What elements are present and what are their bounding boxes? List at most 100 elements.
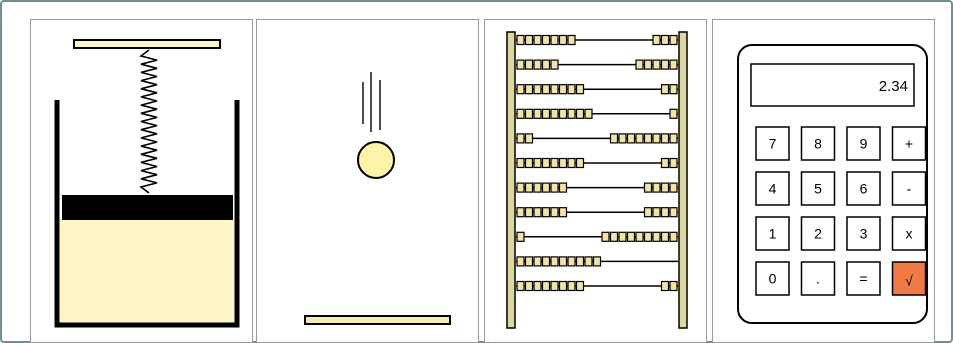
abacus-bead xyxy=(524,133,534,144)
abacus-bead xyxy=(516,59,525,70)
abacus-bead xyxy=(516,84,525,95)
abacus-bead xyxy=(635,231,644,242)
abacus-bead xyxy=(669,84,678,95)
abacus-bead xyxy=(669,207,678,218)
abacus-bead xyxy=(669,157,678,169)
abacus-bead xyxy=(643,59,653,70)
abacus-bead xyxy=(643,207,653,218)
abacus-bead xyxy=(550,34,559,46)
calculator-key xyxy=(800,216,836,251)
abacus-bead xyxy=(541,84,551,95)
abacus-bead xyxy=(558,108,568,119)
abacus-bead xyxy=(533,59,542,70)
abacus-bead xyxy=(550,280,559,292)
abacus-bead xyxy=(516,108,525,119)
abacus-bead xyxy=(558,34,568,46)
abacus-bead xyxy=(567,34,576,46)
abacus-bead xyxy=(652,133,661,144)
ground-plate xyxy=(304,315,451,325)
abacus-bead xyxy=(524,34,534,46)
calculator-display-value: 2.34 xyxy=(879,78,908,95)
abacus-bead xyxy=(516,34,525,46)
abacus-bead xyxy=(669,280,678,292)
calculator-key xyxy=(800,171,836,206)
liquid xyxy=(60,220,234,325)
abacus-bead xyxy=(567,157,576,169)
abacus-bead xyxy=(660,157,670,169)
abacus-bead xyxy=(575,280,585,292)
abacus-bead xyxy=(541,108,551,119)
abacus-bead xyxy=(660,207,670,218)
abacus-bead xyxy=(567,256,576,267)
calculator-key-label: 1 xyxy=(769,226,777,242)
abacus-bead xyxy=(550,157,559,169)
abacus-bead xyxy=(524,256,534,267)
abacus-bead xyxy=(524,207,534,218)
calculator-key-label: - xyxy=(907,181,912,197)
calculator-key xyxy=(800,126,836,161)
calculator-key xyxy=(846,261,881,296)
calculator-key xyxy=(891,126,927,161)
abacus-bead xyxy=(541,157,551,169)
calculator-key-label: 5 xyxy=(814,181,822,197)
top-plate xyxy=(73,39,221,49)
abacus-bead xyxy=(643,133,653,144)
abacus-bead xyxy=(558,207,568,218)
abacus-bead xyxy=(618,231,627,242)
calculator-key xyxy=(891,216,927,251)
calculator-key-label: = xyxy=(859,271,867,287)
calculator-key-label: + xyxy=(905,136,913,152)
abacus-bead xyxy=(524,108,534,119)
calculator-key-label: 6 xyxy=(860,181,868,197)
calculator-key xyxy=(755,126,790,161)
abacus-bead xyxy=(533,157,542,169)
panel-falling-ball xyxy=(256,19,479,343)
abacus-bead xyxy=(516,182,525,193)
abacus-bead xyxy=(618,133,627,144)
abacus-bead xyxy=(516,280,525,292)
abacus-bead xyxy=(516,133,525,144)
abacus-bead xyxy=(575,157,585,169)
calculator-key-label: 0 xyxy=(769,271,777,287)
abacus-bead xyxy=(660,34,670,46)
abacus-bead xyxy=(669,59,678,70)
abacus-bead xyxy=(669,231,678,242)
abacus-bead xyxy=(643,231,653,242)
abacus-left-bar xyxy=(506,31,516,329)
abacus-bead xyxy=(524,157,534,169)
abacus-bead xyxy=(533,84,542,95)
abacus-bead xyxy=(533,207,542,218)
abacus-drawing xyxy=(506,31,688,329)
falling-ball-drawing xyxy=(304,72,451,325)
calculator-key xyxy=(846,216,881,251)
abacus-bead xyxy=(524,182,534,193)
abacus-bead xyxy=(541,34,551,46)
abacus-bead xyxy=(550,84,559,95)
panel-abacus xyxy=(484,19,707,343)
abacus-bead xyxy=(533,256,542,267)
abacus-bead xyxy=(601,231,610,242)
calculator-key-label: x xyxy=(906,226,913,242)
ball xyxy=(357,141,395,179)
abacus-bead xyxy=(541,207,551,218)
abacus-bead xyxy=(558,182,568,193)
abacus-bead xyxy=(550,59,559,70)
calculator-key-label: 4 xyxy=(769,181,777,197)
abacus-bead xyxy=(626,133,636,144)
abacus-bead xyxy=(660,59,670,70)
abacus-bead xyxy=(660,133,670,144)
abacus-bead xyxy=(584,256,593,267)
abacus-bead xyxy=(516,207,525,218)
spring-piston-drawing xyxy=(54,39,240,328)
abacus-bead xyxy=(550,182,559,193)
abacus-bead xyxy=(635,59,644,70)
abacus-bead xyxy=(626,231,636,242)
abacus-bead xyxy=(541,182,551,193)
calculator-display xyxy=(750,63,915,107)
abacus-bead xyxy=(516,256,525,267)
abacus-bead xyxy=(660,231,670,242)
calculator-key xyxy=(846,171,881,206)
abacus-bead xyxy=(524,84,534,95)
abacus-bead xyxy=(558,280,568,292)
